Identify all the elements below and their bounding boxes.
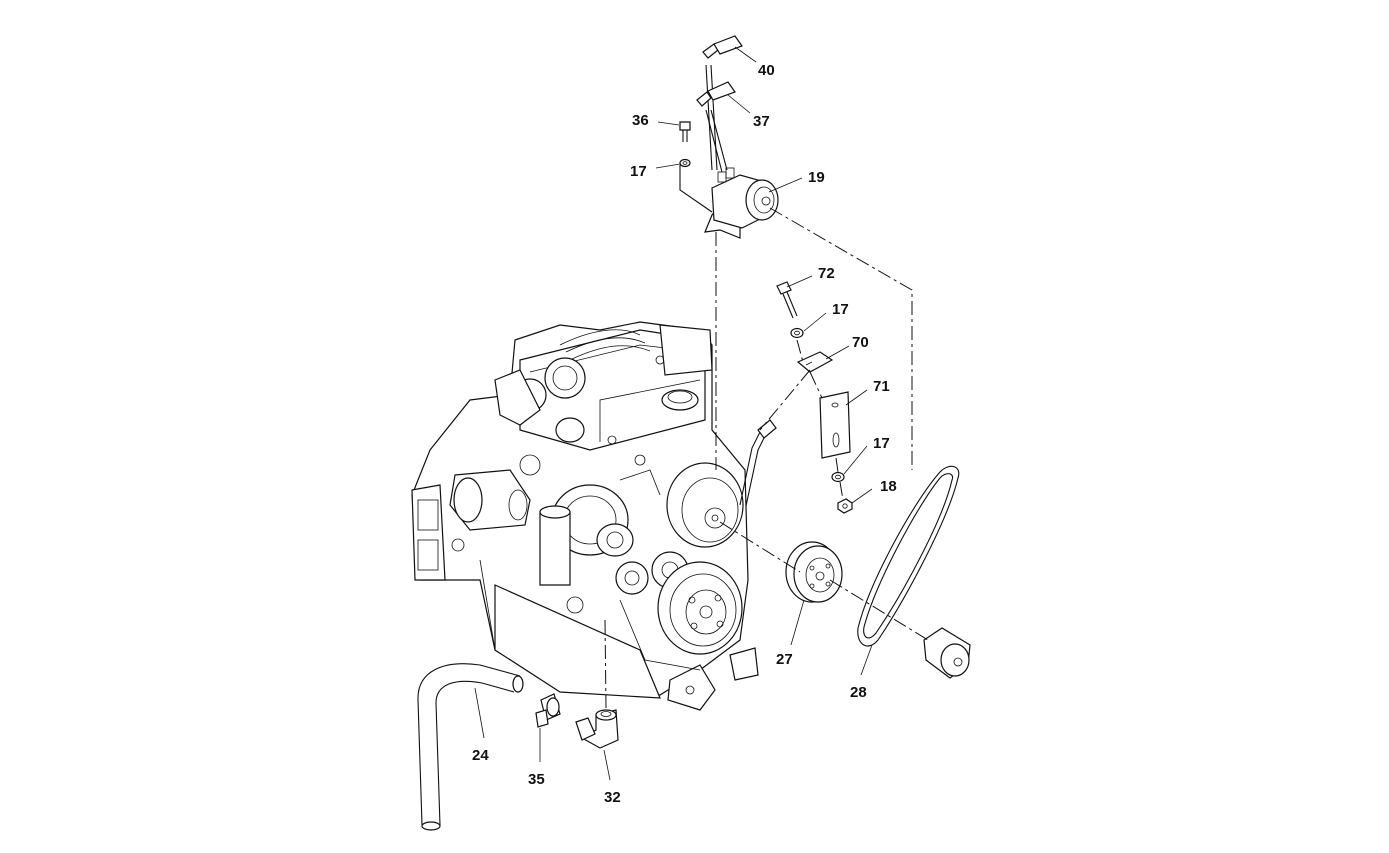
callout-32: 32	[604, 789, 621, 806]
dipstick-tube	[739, 419, 777, 507]
assembly-solid-lines	[679, 165, 713, 213]
callout-70: 70	[852, 334, 869, 351]
leader-lines	[474, 46, 873, 781]
engine-assembly	[411, 321, 759, 711]
callout-36: 36	[632, 112, 649, 129]
bracket-hardware	[776, 281, 853, 514]
coolant-hose-24	[417, 663, 524, 831]
v-belt-28	[857, 465, 960, 647]
callout-17-top: 17	[630, 163, 647, 180]
hose-fittings	[696, 35, 743, 173]
callout-71: 71	[873, 378, 890, 395]
callout-labels: 40 37 36 17 19 72 17 70 71 17 18 27 28 2…	[472, 62, 897, 806]
pulley-27	[785, 541, 843, 603]
callout-18: 18	[880, 478, 897, 495]
callout-37: 37	[753, 113, 770, 130]
bolt-36-and-washer	[679, 121, 691, 168]
callout-17-lower: 17	[873, 435, 890, 452]
callout-17-washer: 17	[832, 301, 849, 318]
callout-28: 28	[850, 684, 867, 701]
elbow-fitting-32	[575, 709, 619, 749]
callout-72: 72	[818, 265, 835, 282]
callout-35: 35	[528, 771, 545, 788]
callout-27: 27	[776, 651, 793, 668]
callout-19: 19	[808, 169, 825, 186]
ac-compressor	[704, 167, 779, 239]
pulley-spacer	[923, 627, 971, 679]
callout-24: 24	[472, 747, 489, 764]
callout-40: 40	[758, 62, 775, 79]
fitting-35	[535, 693, 561, 728]
assembly-guide-lines	[604, 207, 929, 709]
